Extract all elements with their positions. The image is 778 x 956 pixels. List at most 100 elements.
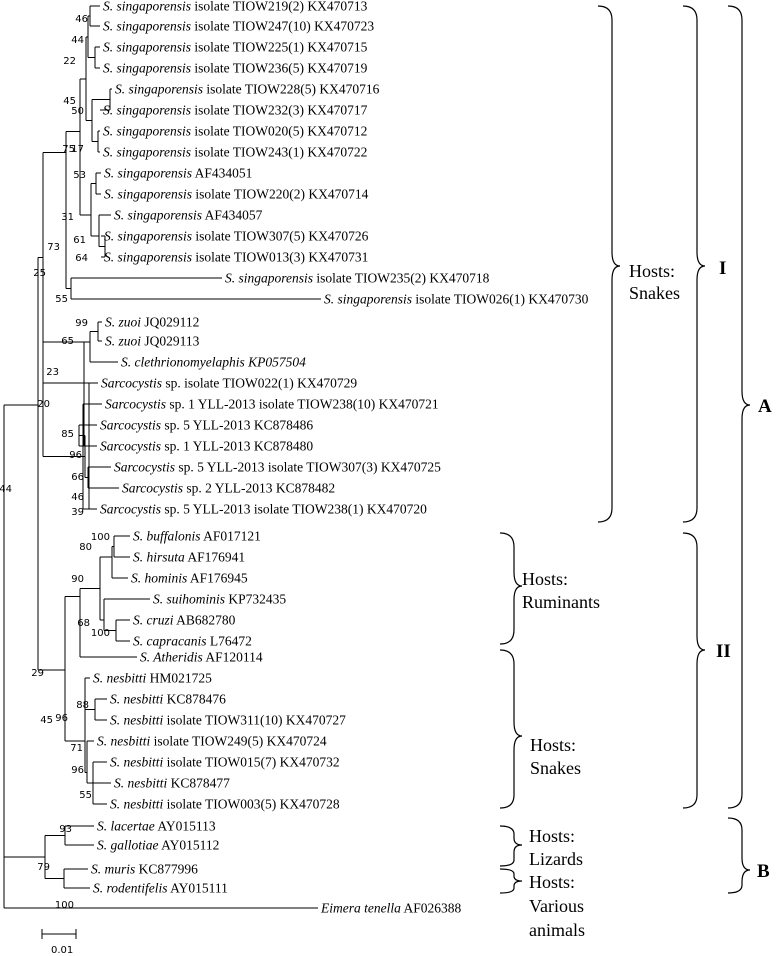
bootstrap-value: 17 <box>71 144 84 155</box>
host-label-snakes-1-line2: Snakes <box>629 283 680 303</box>
host-label-snakes-2-line2: Snakes <box>530 758 581 778</box>
bootstrap-value: 80 <box>79 542 92 553</box>
brace-ruminants <box>499 532 523 645</box>
bootstrap-value: 65 <box>61 336 74 347</box>
taxon-label: S. muris KC877996 <box>91 862 198 877</box>
bootstrap-value: 96 <box>55 713 68 724</box>
bootstrap-value: 100 <box>55 900 74 911</box>
taxon-label: S. nesbitti HM021725 <box>93 671 212 686</box>
taxon-label: S. cruzi AB682780 <box>133 613 236 628</box>
bootstrap-value: 71 <box>70 743 83 754</box>
bootstrap-value: 96 <box>69 450 82 461</box>
taxon-label: S. singaporensis AF434051 <box>104 166 252 181</box>
host-braces <box>499 5 751 894</box>
bootstrap-value: 90 <box>71 574 84 585</box>
bootstrap-value: 73 <box>47 242 60 253</box>
bootstrap-value: 31 <box>61 212 74 223</box>
taxon-label: Sarcocystis sp. 5 YLL-2013 isolate TIOW3… <box>114 460 441 475</box>
bootstrap-value: 46 <box>71 492 84 503</box>
taxon-label: S. singaporensis AF434057 <box>114 208 263 223</box>
bootstrap-value: 55 <box>55 294 68 305</box>
taxon-label: S. singaporensis isolate TIOW228(5) KX47… <box>115 82 380 97</box>
taxon-label: S. lacertae AY015113 <box>97 819 216 834</box>
host-label-ruminants-line1: Hosts: <box>522 569 568 589</box>
bootstrap-value: 44 <box>71 35 84 46</box>
taxon-label: S. gallotiae AY015112 <box>97 838 219 853</box>
taxon-label: S. singaporensis isolate TIOW235(2) KX47… <box>225 271 490 286</box>
taxon-label: S. rodentifelis AY015111 <box>93 881 228 896</box>
taxon-label: S. nesbitti isolate TIOW311(10) KX470727 <box>110 713 346 728</box>
bootstrap-value: 96 <box>71 765 84 776</box>
taxon-label: S. singaporensis isolate TIOW013(3) KX47… <box>104 250 368 265</box>
host-label-lizards-line1: Hosts: <box>529 826 575 846</box>
taxon-label: S. nesbitti KC878476 <box>110 692 226 707</box>
host-label-snakes-2-line1: Hosts: <box>530 735 576 755</box>
bootstrap-value: 75 <box>62 144 75 155</box>
taxon-label: S. capracanis L76472 <box>133 634 252 649</box>
taxon-labels: S. singaporensis isolate TIOW219(2) KX47… <box>91 0 589 916</box>
brace-various <box>499 868 523 894</box>
brace-lizards <box>499 825 523 867</box>
bootstrap-value: 29 <box>31 668 44 679</box>
scale-bar: 0.01 <box>41 929 77 956</box>
clade-label-I: I <box>719 258 726 279</box>
bootstrap-value: 68 <box>77 618 90 629</box>
taxon-label: S. singaporensis isolate TIOW225(1) KX47… <box>103 40 368 55</box>
taxon-label: Sarcocystis sp. 1 YLL-2013 KC878480 <box>100 439 313 454</box>
bootstrap-value: 50 <box>71 106 84 117</box>
taxon-label: S. singaporensis isolate TIOW243(1) KX47… <box>103 145 367 160</box>
taxon-label: S. singaporensis isolate TIOW247(10) KX4… <box>103 19 374 34</box>
tree-branches <box>3 5 321 909</box>
brace-snakes-2 <box>499 649 523 809</box>
taxon-label: S. Atheridis AF120114 <box>140 650 263 665</box>
host-label-various-line1: Hosts: <box>529 872 575 892</box>
taxon-label: Sarcocystis sp. 2 YLL-2013 KC878482 <box>122 481 335 496</box>
bootstrap-value: 55 <box>79 790 92 801</box>
bootstrap-value: 99 <box>75 318 88 329</box>
taxon-label: S. buffalonis AF017121 <box>133 529 261 544</box>
taxon-label: S. singaporensis isolate TIOW236(5) KX47… <box>103 61 368 76</box>
bootstrap-value: 25 <box>33 268 46 279</box>
host-label-various-line3: animals <box>529 920 585 940</box>
taxon-label: S. singaporensis isolate TIOW020(5) KX47… <box>103 124 367 139</box>
bootstrap-value: 66 <box>71 472 84 483</box>
clade-label-A: A <box>758 396 772 417</box>
taxon-label: Sarcocystis sp. isolate TIOW022(1) KX470… <box>101 376 357 391</box>
host-label-lizards-line2: Lizards <box>529 849 583 869</box>
taxon-label: S. hominis AF176945 <box>131 571 248 586</box>
taxon-label: S. nesbitti isolate TIOW003(5) KX470728 <box>110 797 340 812</box>
bootstrap-value: 39 <box>71 507 84 518</box>
bootstrap-value: 46 <box>75 14 88 25</box>
bootstrap-value: 64 <box>75 253 88 264</box>
host-label-various-line2: Various <box>529 896 584 916</box>
taxon-label: Sarcocystis sp. 1 YLL-2013 isolate TIOW2… <box>105 397 439 412</box>
taxon-label: Sarcocystis sp. 5 YLL-2013 isolate TIOW2… <box>100 502 427 517</box>
bootstrap-value: 23 <box>46 367 59 378</box>
bootstrap-value: 45 <box>40 715 53 726</box>
taxon-label: S. suihominis KP732435 <box>153 592 286 607</box>
bootstrap-value: 79 <box>37 862 50 873</box>
bootstrap-value: 22 <box>63 56 76 67</box>
bootstrap-value: 61 <box>73 235 86 246</box>
host-label-ruminants-line2: Ruminants <box>522 592 600 612</box>
taxon-label: S. clethrionomyelaphis KP057504 <box>121 355 306 370</box>
brace-clade-II <box>682 532 706 809</box>
brace-snakes-1 <box>597 5 621 523</box>
taxon-label: S. singaporensis isolate TIOW307(5) KX47… <box>104 229 369 244</box>
brace-clade-A <box>727 5 751 809</box>
brace-clade-B <box>727 817 751 894</box>
taxon-label: S. zuoi JQ029112 <box>105 315 199 330</box>
taxon-label: Sarcocystis sp. 5 YLL-2013 KC878486 <box>100 418 313 433</box>
bootstrap-value: 85 <box>61 429 74 440</box>
bootstrap-value: 100 <box>91 532 110 543</box>
taxon-label: S. hirsuta AF176941 <box>133 550 245 565</box>
bootstrap-value: 100 <box>91 628 110 639</box>
bootstrap-value: 88 <box>76 700 89 711</box>
scale-bar-label: 0.01 <box>51 945 73 956</box>
clade-label-II: II <box>716 641 731 662</box>
taxon-label: Eimera tenella AF026388 <box>320 901 461 916</box>
bootstrap-value: 20 <box>37 399 50 410</box>
bootstrap-value: 53 <box>73 170 86 181</box>
host-label-snakes-1-line1: Hosts: <box>629 261 675 281</box>
